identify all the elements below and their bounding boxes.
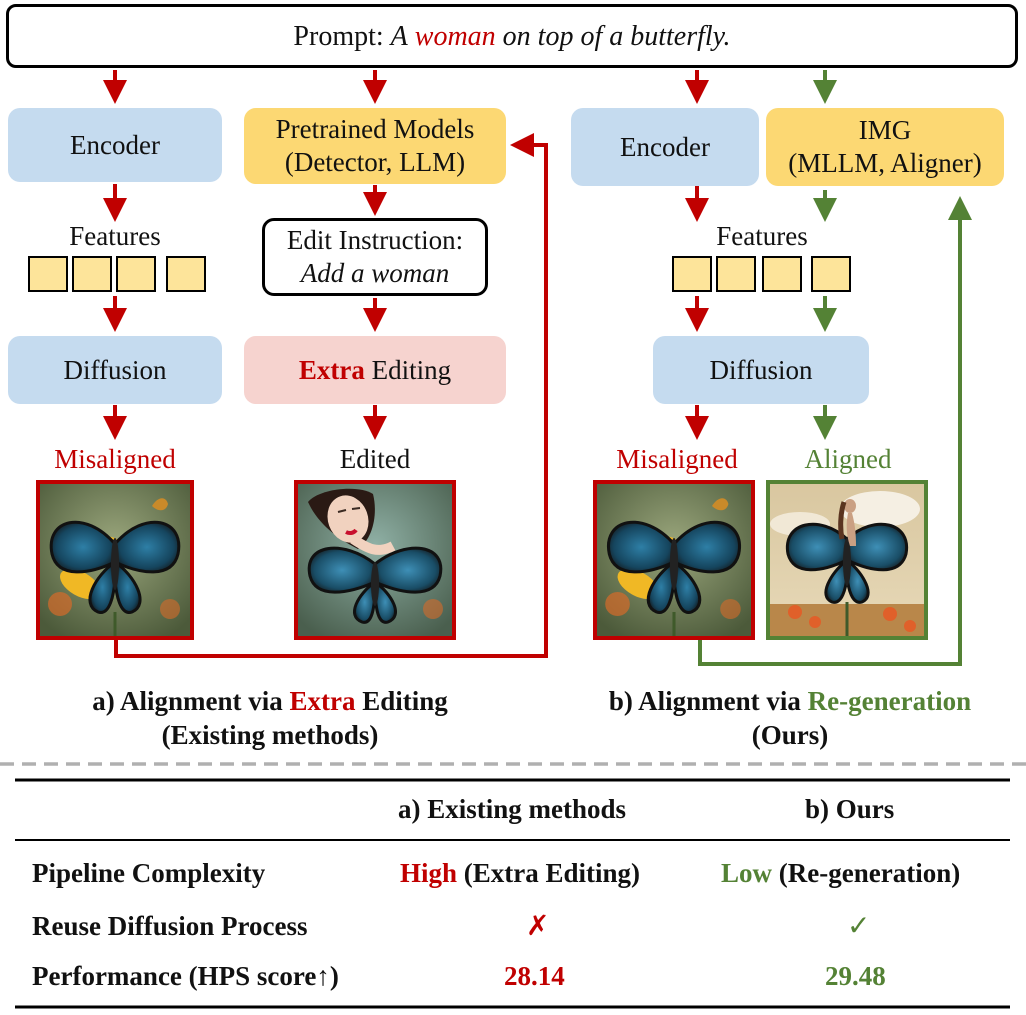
butterfly-flower-image	[597, 484, 751, 636]
cross-icon: ✗	[526, 909, 550, 942]
diffusion-box-left: Diffusion	[8, 336, 222, 404]
feedback-loop-left	[114, 133, 548, 658]
features-label-left: Features	[69, 221, 161, 251]
prompt-highlight: woman	[414, 20, 496, 52]
performance-a-value: 28.14	[504, 961, 565, 991]
pretrained-models-box: Pretrained Models (Detector, LLM)	[244, 108, 506, 184]
caption-b-highlight: Re-generation	[807, 686, 972, 716]
feature-block	[716, 256, 756, 292]
edit-instruction-line2: Add a woman	[300, 258, 450, 288]
caption-b-line2: (Ours)	[751, 720, 829, 750]
encoder-box-right: Encoder	[571, 108, 759, 186]
table-header-a: a) Existing methods	[398, 794, 627, 824]
pipeline-a-highlight: High	[400, 858, 458, 888]
editing-word: Editing	[371, 354, 452, 385]
encoder-label-right: Encoder	[620, 131, 710, 162]
check-icon: ✓	[847, 909, 871, 942]
misaligned-image-right	[593, 480, 755, 640]
butterfly-flower-image	[40, 484, 190, 636]
diffusion-label-left: Diffusion	[63, 354, 167, 385]
edited-label: Edited	[339, 444, 411, 474]
features-label-right: Features	[716, 221, 808, 251]
feature-block	[811, 256, 851, 292]
prompt-text-b: on top of a butterfly.	[502, 20, 731, 52]
feature-block	[762, 256, 802, 292]
img-box: IMG (MLLM, Aligner)	[766, 108, 1004, 186]
row-label-reuse: Reuse Diffusion Process	[32, 911, 308, 941]
extra-word: Extra	[298, 354, 365, 385]
feature-block	[672, 256, 712, 292]
edit-instruction-line1: Edit Instruction:	[286, 225, 464, 255]
row-label-performance: Performance (HPS score↑)	[32, 961, 339, 991]
img-line2: (MLLM, Aligner)	[788, 148, 982, 178]
table-header-b: b) Ours	[805, 794, 895, 824]
row-label-pipeline: Pipeline Complexity	[32, 858, 266, 888]
feature-block	[72, 256, 112, 292]
prompt-label: Prompt:	[293, 20, 384, 52]
prompt-text-a: A	[390, 20, 408, 52]
extra-editing-box: Extra Editing	[244, 336, 506, 404]
feedback-loop-right	[698, 196, 972, 666]
edited-image	[294, 480, 456, 640]
feature-block	[166, 256, 206, 292]
caption-a-highlight: Extra	[289, 686, 356, 716]
img-line1: IMG	[858, 115, 912, 145]
encoder-box-left: Encoder	[8, 108, 222, 182]
caption-b-prefix: b) Alignment via	[608, 686, 801, 716]
performance-b-value: 29.48	[825, 961, 886, 991]
feature-block	[116, 256, 156, 292]
row-pipeline-a: High (Extra Editing)	[400, 857, 640, 889]
prompt-box: Prompt: A woman on top of a butterfly.	[6, 4, 1018, 68]
caption-a-suffix: Editing	[362, 686, 448, 716]
misaligned-label-left: Misaligned	[54, 444, 176, 474]
woman-butterfly-edited-image	[298, 484, 452, 636]
edit-instruction-box: Edit Instruction: Add a woman	[262, 218, 488, 296]
pretrained-line1: Pretrained Models	[275, 114, 475, 144]
caption-a: a) Alignment via Extra Editing (Existing…	[20, 684, 520, 752]
feature-block	[28, 256, 68, 292]
aligned-image	[766, 480, 928, 640]
encoder-label-left: Encoder	[70, 129, 160, 160]
caption-b: b) Alignment via Re-generation (Ours)	[560, 684, 1020, 752]
aligned-label: Aligned	[804, 444, 892, 474]
pipeline-b-rest: (Re-generation)	[778, 858, 961, 888]
pretrained-line2: (Detector, LLM)	[284, 147, 466, 177]
pipeline-b-highlight: Low	[721, 858, 773, 888]
caption-a-prefix: a) Alignment via	[92, 686, 283, 716]
misaligned-label-right: Misaligned	[616, 444, 738, 474]
caption-a-line2: (Existing methods)	[161, 720, 379, 750]
pipeline-a-rest: (Extra Editing)	[463, 858, 641, 888]
woman-on-butterfly-image	[770, 484, 924, 636]
row-pipeline-b: Low (Re-generation)	[721, 857, 960, 889]
diffusion-box-right: Diffusion	[653, 336, 869, 404]
misaligned-image-left	[36, 480, 194, 640]
diffusion-label-right: Diffusion	[709, 354, 813, 385]
